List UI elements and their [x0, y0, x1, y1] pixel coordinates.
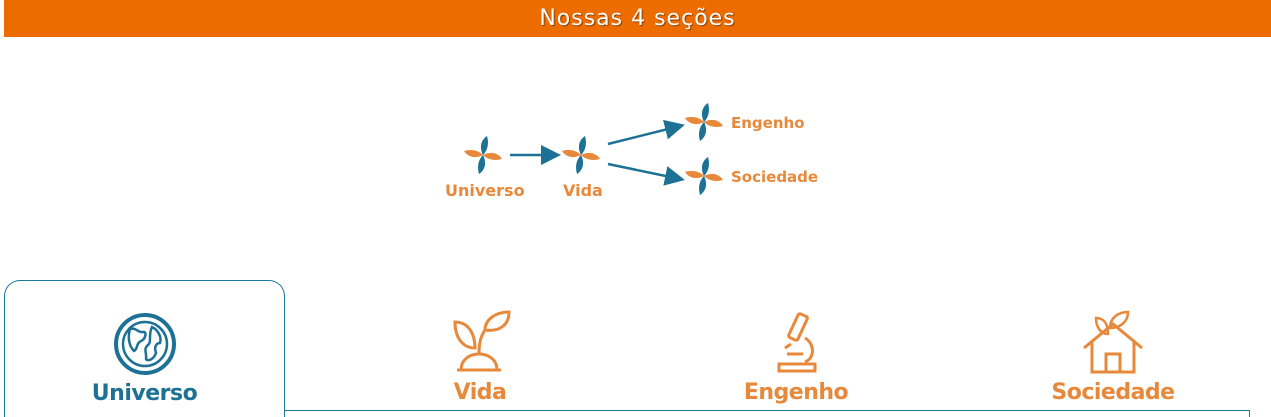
tab-engenho[interactable]: Engenho — [656, 280, 936, 417]
diagram-node-vida: Vida — [563, 181, 603, 200]
tab-label-universo: Universo — [91, 381, 198, 406]
banner-title: Nossas 4 seções — [539, 6, 736, 31]
tab-panel-border — [284, 410, 1250, 417]
tab-label-engenho: Engenho — [743, 380, 849, 405]
section-tabs: Universo Vida Engenho Sociedade — [0, 280, 1271, 417]
diagram-node-sociedade: Sociedade — [731, 168, 818, 186]
sprout-icon — [453, 310, 511, 372]
microscope-icon — [777, 312, 817, 373]
diagram-node-universo: Universo — [445, 181, 525, 200]
tab-label-sociedade: Sociedade — [1051, 380, 1175, 405]
pinwheel-icon — [685, 157, 723, 195]
pinwheel-icon — [562, 136, 600, 174]
arrow-vida-sociedade — [607, 162, 685, 186]
tab-label-vida: Vida — [453, 380, 507, 405]
pinwheel-icon — [685, 103, 723, 141]
arrow-vida-engenho — [607, 119, 685, 146]
tab-sociedade[interactable]: Sociedade — [973, 280, 1253, 417]
diagram-node-engenho: Engenho — [731, 114, 805, 132]
house-leaf-icon — [1083, 310, 1143, 374]
globe-icon — [113, 313, 176, 375]
pinwheel-icon — [464, 136, 502, 174]
tab-universo[interactable]: Universo — [4, 280, 285, 417]
section-banner: Nossas 4 seções — [4, 0, 1271, 37]
tab-vida[interactable]: Vida — [340, 280, 620, 417]
